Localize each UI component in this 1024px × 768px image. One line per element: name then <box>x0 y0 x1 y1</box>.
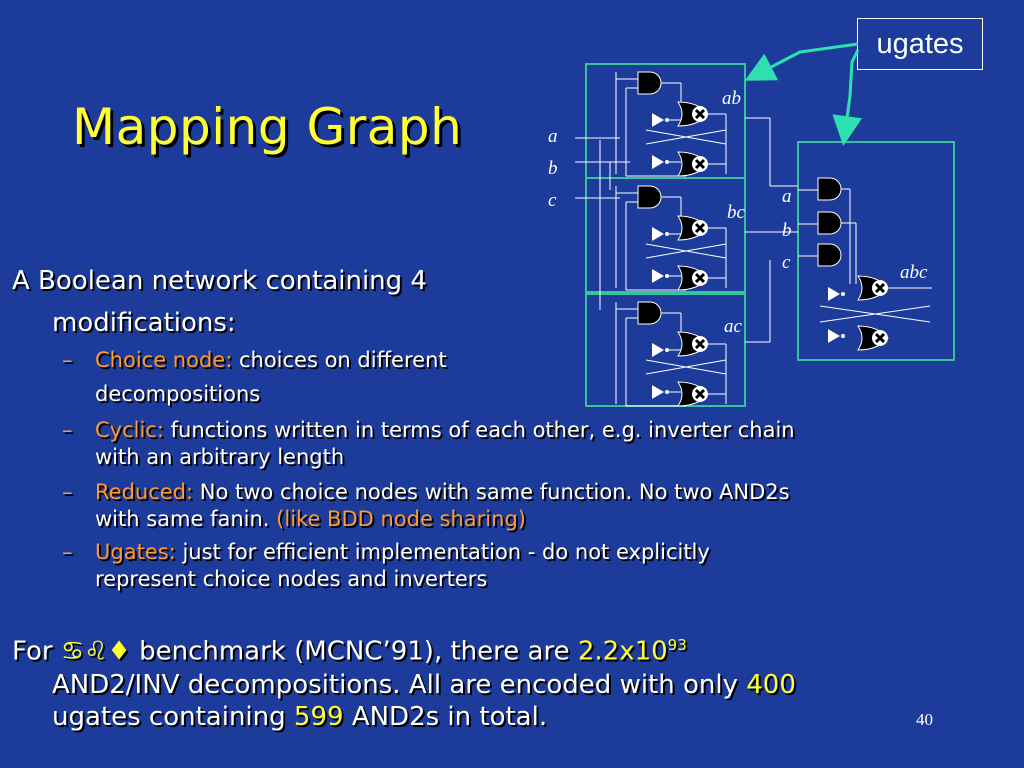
dash-cyclic: – <box>62 418 73 442</box>
cyclic-text-1: functions written in terms of each other… <box>170 418 795 442</box>
bullet-reduced-line1: Reduced: No two choice nodes with same f… <box>95 480 790 504</box>
ugate-count: 400 <box>746 670 796 700</box>
input-label-b: b <box>548 158 558 179</box>
bullet-cyclic-line1: Cyclic: functions written in terms of ea… <box>95 418 795 442</box>
page-number: 40 <box>916 710 933 729</box>
count-exponent: 93 <box>667 636 687 654</box>
dash: – <box>62 348 73 372</box>
benchmark-glyphs: ♋♌♦ <box>60 636 131 667</box>
module-label-bc: bc <box>727 202 746 223</box>
footer-text-a: benchmark (MCNC’91), there are <box>139 636 570 667</box>
bullet-reduced-line2: with same fanin. (like BDD node sharing) <box>95 507 526 531</box>
footer-line-3b: AND2s in total. <box>351 702 548 732</box>
ugates-label: Ugates: <box>95 540 176 564</box>
dash-choice: – <box>62 348 73 372</box>
intro-line-1: A Boolean network containing 4 <box>12 266 427 296</box>
dash: – <box>62 480 73 504</box>
module-label-ac: ac <box>724 316 743 337</box>
reduced-note: (like BDD node sharing) <box>276 507 526 531</box>
and2-count: 599 <box>293 702 344 732</box>
bullet-ugates-line1: Ugates: just for efficient implementatio… <box>95 540 710 564</box>
for-word: For <box>12 636 53 667</box>
choice-text-1: choices on different <box>238 348 447 372</box>
footer-line-3: ugates containing 599 AND2s in total. <box>52 702 547 732</box>
cyclic-text-2: with an arbitrary length <box>95 445 345 469</box>
dash: – <box>62 540 73 564</box>
choice-label: Choice node: <box>95 348 233 372</box>
slide-title: Mapping Graph <box>72 98 463 156</box>
count-base: 2.2x10 <box>577 636 668 667</box>
abc-input-c: c <box>782 252 791 273</box>
ugates-arrow-left <box>744 42 859 81</box>
ugates-text-1: just for efficient implementation - do n… <box>182 540 710 564</box>
footer-line-1: For ♋♌♦ benchmark (MCNC’91), there are 2… <box>12 636 687 667</box>
mapping-graph-diagram: a b c ab bc ac a b c abc <box>548 42 955 407</box>
input-label-a: a <box>548 126 558 147</box>
abc-input-b: b <box>782 220 792 241</box>
module-bc-box <box>585 177 746 293</box>
bullet-choice-line1: Choice node: choices on different <box>95 348 447 372</box>
module-label-ab: ab <box>722 88 741 109</box>
reduced-text-1: No two choice nodes with same function. … <box>199 480 790 504</box>
reduced-text-2: with same fanin. <box>95 507 270 531</box>
abc-input-a: a <box>782 186 792 207</box>
footer-line-2-text: AND2/INV decompositions. All are encoded… <box>52 670 738 700</box>
module-abc-box <box>797 141 955 361</box>
cyclic-label: Cyclic: <box>95 418 164 442</box>
dash-reduced: – <box>62 480 73 504</box>
choice-text-2: decompositions <box>95 382 261 406</box>
input-label-c: c <box>548 190 557 211</box>
intro-line-2: modifications: <box>52 308 236 338</box>
module-label-abc: abc <box>900 262 928 283</box>
footer-line-3a: ugates containing <box>52 702 286 732</box>
ugates-arrow-down <box>832 49 863 146</box>
ugates-text-2: represent choice nodes and inverters <box>95 567 488 591</box>
dash-ugates: – <box>62 540 73 564</box>
dash: – <box>62 418 73 442</box>
ugates-callout: ugates <box>857 18 983 70</box>
reduced-label: Reduced: <box>95 480 194 504</box>
footer-line-2: AND2/INV decompositions. All are encoded… <box>52 670 796 700</box>
